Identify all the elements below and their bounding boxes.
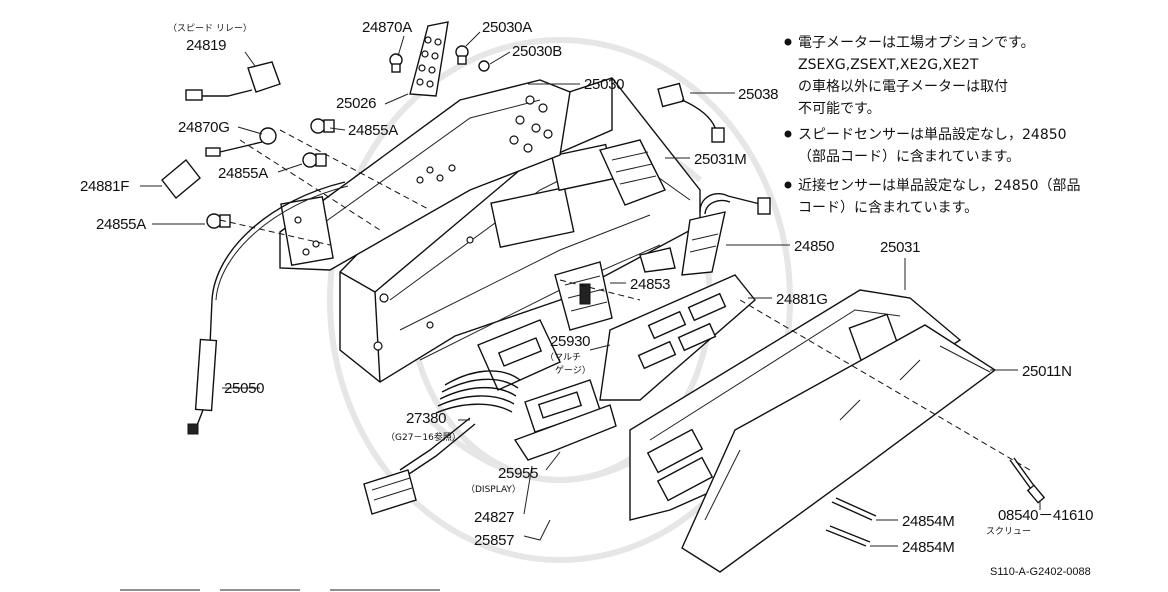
label-ref-note: （G27－16参照） [386,431,461,443]
screw-parts [825,457,1046,547]
label-25030B: 25030B [512,43,562,60]
label-27380: 27380 [406,410,446,427]
panel-strip-24881G [599,274,756,401]
label-25011N: 25011N [1022,363,1072,380]
note-bullet-3 [784,181,792,189]
note-3-line-1: 近接センサーは単品設定なし，24850（部品 [798,177,1081,194]
label-24855A-3: 24855A [96,216,146,233]
note-2-line-2: （部品コード）に含まれています。 [798,149,1020,165]
label-25026: 25026 [336,95,376,112]
label-24855A-2: 24855A [218,165,268,182]
label-24850: 24850 [794,238,834,255]
label-24854M-1: 24854M [902,513,954,530]
relay-24819 [185,61,281,101]
label-25031M: 25031M [694,151,746,168]
note-bullet-1 [784,38,792,46]
label-multi-note-2: ゲージ） [555,364,591,376]
bracket-24881F [161,158,201,200]
display-25955 [513,379,617,461]
note-3-line-2: コード）に含まれています。 [798,200,978,216]
label-25930: 25930 [550,333,590,350]
alignment-lines [219,129,1031,471]
label-25031: 25031 [880,239,920,256]
note-1-line-2: ZSEXG,ZSEXT,XE2G,XE2T [798,57,979,73]
label-25038: 25038 [738,86,778,103]
multi-gauge-25930 [477,319,561,391]
label-24881F: 24881F [80,178,129,195]
note-bullet-2 [784,130,792,138]
note-1-line-3: の車格以外に電子メーターは取付 [798,78,1008,95]
label-24870G: 24870G [178,119,230,136]
label-25050: 25050 [224,380,264,397]
label-relay-note: （スピード リレー） [168,23,252,34]
note-2-line-1: スピードセンサーは単品設定なし，24850 [798,127,1067,143]
note-1-line-1: 電子メーターは工場オプションです。 [798,35,1035,51]
sensor-24850 [639,193,771,276]
label-24870A: 24870A [362,19,412,36]
label-24855A-1: 24855A [348,122,398,139]
label-25030: 25030 [584,76,624,93]
back-plate-25030 [279,79,571,271]
label-multi-note-1: （マルチ [545,352,581,363]
diagram-code: S110-A-G2402-0088 [990,566,1091,578]
label-08540-41610: 08540－41610 [998,507,1093,524]
leader-lines [140,31,1041,547]
notes-block: 電子メーターは工場オプションです。 ZSEXG,ZSEXT,XE2G,XE2T … [784,35,1081,216]
bulb-parts [205,45,725,229]
connector-24853 [554,261,613,331]
harness-27380 [363,370,521,515]
label-25030A: 25030A [482,19,532,36]
note-1-line-4: 不可能です。 [798,101,881,117]
gauge-module-25031M [599,139,666,206]
label-25857: 25857 [474,532,514,549]
label-25955: 25955 [498,465,538,482]
part-labels: （スピード リレー） 24819 24870A 25030A 25030B 25… [80,19,1093,556]
label-24853: 24853 [630,276,670,293]
label-24854M-2: 24854M [902,539,954,556]
label-24819: 24819 [186,37,226,54]
label-display-note: （DISPLAY） [466,484,521,495]
speedometer-cable-25050 [187,181,349,435]
label-24827: 24827 [474,509,514,526]
circuit-board-25026 [409,21,449,97]
label-24881G: 24881G [776,291,828,308]
label-screw-note: スクリュー [986,526,1031,537]
